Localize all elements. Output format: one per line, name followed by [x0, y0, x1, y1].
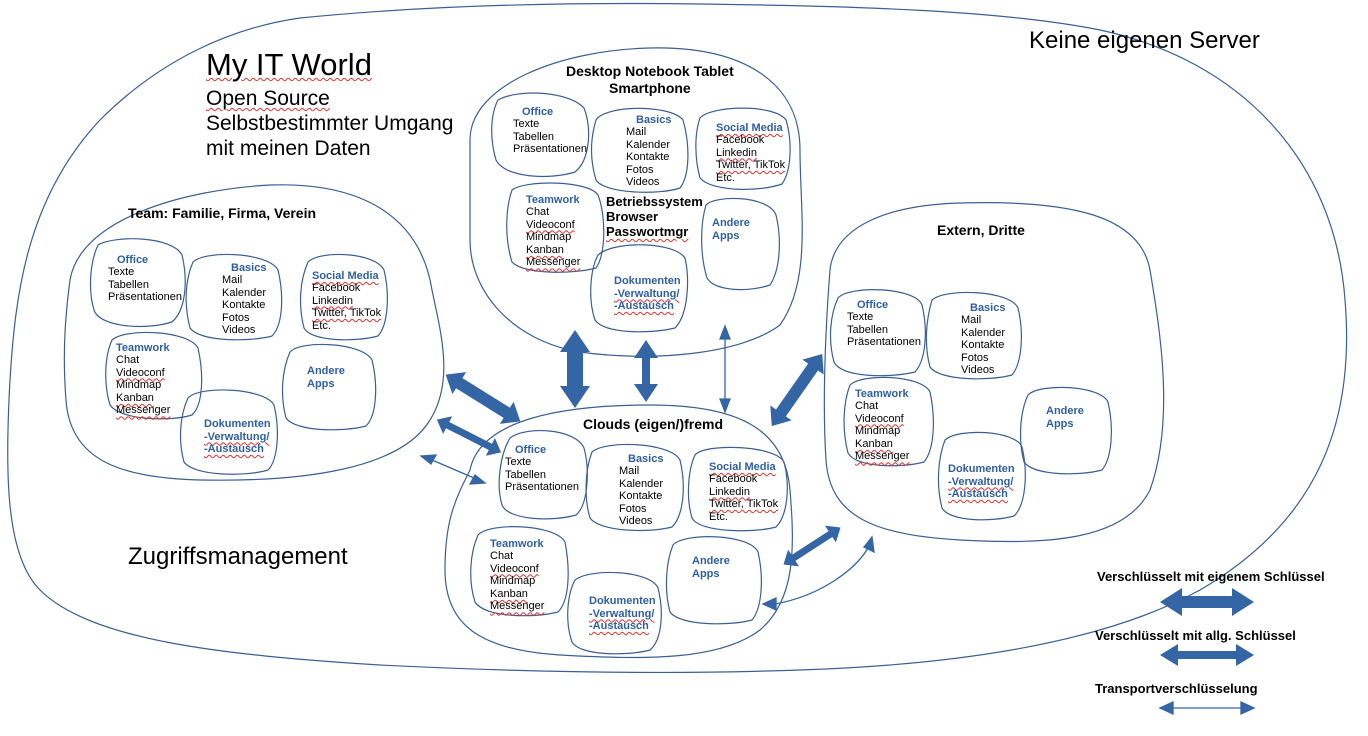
legend-transport: Transportverschlüsselung	[1095, 681, 1258, 696]
arrow-extern-clouds-medium	[783, 525, 841, 567]
clouds-documents: Dokumenten-Verwaltung/-Austausch	[589, 595, 656, 633]
arrow-extern-clouds-thick	[770, 353, 824, 427]
team-documents: Dokumenten-Verwaltung/-Austausch	[204, 418, 271, 456]
clouds-cluster-title: Clouds (eigen/)fremd	[583, 416, 724, 432]
arrow-team-clouds-thick	[445, 372, 521, 424]
extern-documents: Dokumenten-Verwaltung/-Austausch	[948, 463, 1015, 501]
legend-general-key: Verschlüsselt mit allg. Schlüssel	[1095, 628, 1296, 643]
team-cluster-blob	[63, 184, 445, 481]
legend-arrow-medium	[1160, 644, 1254, 666]
arrow-devices-clouds-medium	[634, 340, 658, 402]
legend-arrow-thick	[1160, 588, 1254, 616]
extern-cluster-title: Extern, Dritte	[937, 222, 1025, 238]
access-management-label: Zugriffsmanagement	[128, 543, 348, 570]
team-cluster-title: Team: Familie, Firma, Verein	[128, 205, 317, 221]
top-right-label: Keine eigenen Server	[1029, 27, 1260, 54]
devices-cluster-blob	[469, 47, 803, 357]
devices-cluster-title: Desktop Notebook Tablet Smartphone	[566, 63, 734, 96]
world-blob	[7, 2, 1348, 674]
subtitle: Open Source Selbstbestimmter Umgang mit …	[206, 87, 454, 160]
arrow-team-clouds-medium	[436, 416, 502, 456]
devices-extra: Betriebssystem Browser Passwortmgr	[606, 194, 703, 239]
arrow-devices-clouds-thick	[560, 330, 590, 408]
main-title: My IT World	[206, 47, 372, 82]
legend-own-key: Verschlüsselt mit eigenem Schlüssel	[1097, 569, 1325, 584]
devices-documents: Dokumenten-Verwaltung/-Austausch	[614, 275, 681, 313]
clouds-cluster-blob	[444, 404, 793, 659]
extern-cluster-blob	[823, 202, 1165, 543]
